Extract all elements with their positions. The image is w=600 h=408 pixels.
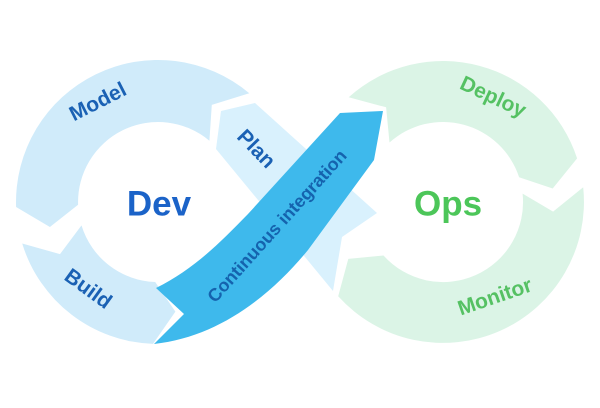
- dev-title: Dev: [127, 185, 192, 224]
- build-arc-segment: [22, 225, 176, 344]
- ops-title: Ops: [414, 185, 482, 224]
- model-arc-segment: [16, 59, 250, 227]
- monitor-arc-segment: [338, 187, 584, 343]
- deploy-arc-segment: [348, 61, 578, 189]
- continuous-integration-ribbon: [154, 111, 383, 344]
